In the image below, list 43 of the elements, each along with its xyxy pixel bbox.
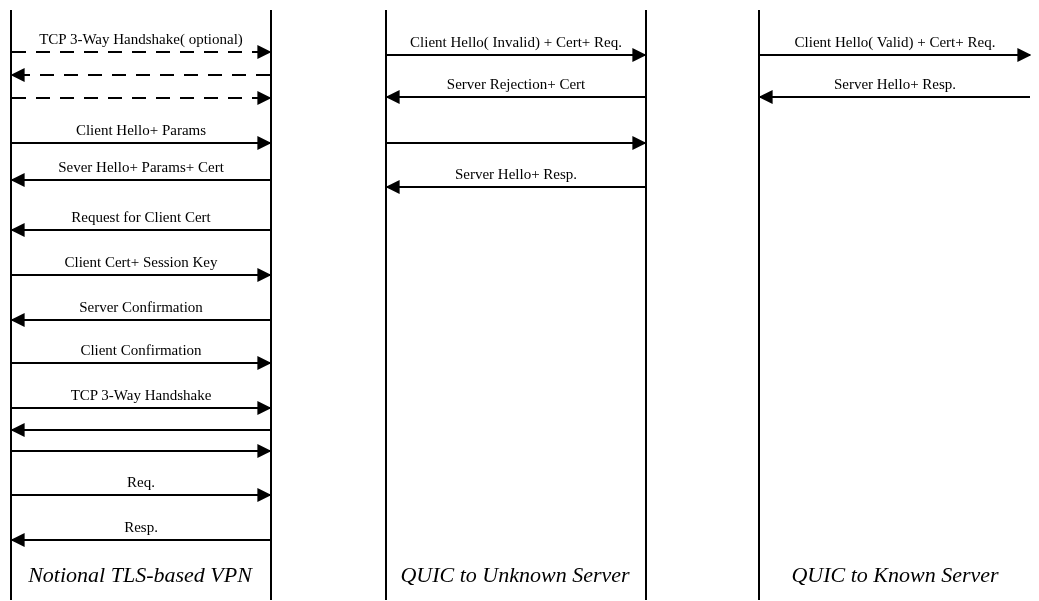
arrow <box>10 313 271 327</box>
panel-caption: QUIC to Known Server <box>791 562 999 588</box>
arrow <box>11 488 272 502</box>
arrow <box>10 68 271 82</box>
message-label: Req. <box>127 474 155 491</box>
lifeline <box>758 10 760 600</box>
arrow <box>385 90 646 104</box>
arrow <box>11 444 272 458</box>
arrow <box>386 48 647 62</box>
message-label: Server Hello+ Resp. <box>454 166 578 183</box>
message-label: Client Confirmation <box>80 342 202 359</box>
arrow <box>11 136 272 150</box>
message-label: Request for Client Cert <box>71 209 211 226</box>
arrow <box>10 173 271 187</box>
arrow <box>385 180 646 194</box>
lifeline <box>645 10 647 600</box>
arrow <box>10 533 271 547</box>
panel-caption: Notional TLS-based VPN <box>28 562 252 588</box>
arrow <box>11 268 272 282</box>
message-label: Server Hello+ Resp. <box>833 76 957 93</box>
lifeline <box>270 10 272 600</box>
message-label: Client Hello( Valid) + Cert+ Req. <box>794 34 996 51</box>
arrow <box>10 423 271 437</box>
message-label: TCP 3-Way Handshake( optional) <box>39 31 243 48</box>
arrow <box>758 90 1031 104</box>
arrow <box>759 48 1032 62</box>
message-label: Client Cert+ Session Key <box>64 254 218 271</box>
panel-caption: QUIC to Unknown Server <box>400 562 630 588</box>
arrow <box>11 401 272 415</box>
arrow <box>11 45 272 59</box>
arrow <box>10 223 271 237</box>
message-label: Server Confirmation <box>79 299 203 316</box>
arrow <box>11 356 272 370</box>
message-label: Server Rejection+ Cert <box>446 76 586 93</box>
message-label: Client Hello+ Params <box>75 122 207 139</box>
message-label: Client Hello( Invalid) + Cert+ Req. <box>410 34 622 51</box>
lifeline <box>385 10 387 600</box>
message-label: Resp. <box>124 519 158 536</box>
message-label: TCP 3-Way Handshake <box>70 387 212 404</box>
message-label: Sever Hello+ Params+ Cert <box>58 159 224 176</box>
arrow <box>386 136 647 150</box>
arrow <box>11 91 272 105</box>
lifeline <box>10 10 12 600</box>
